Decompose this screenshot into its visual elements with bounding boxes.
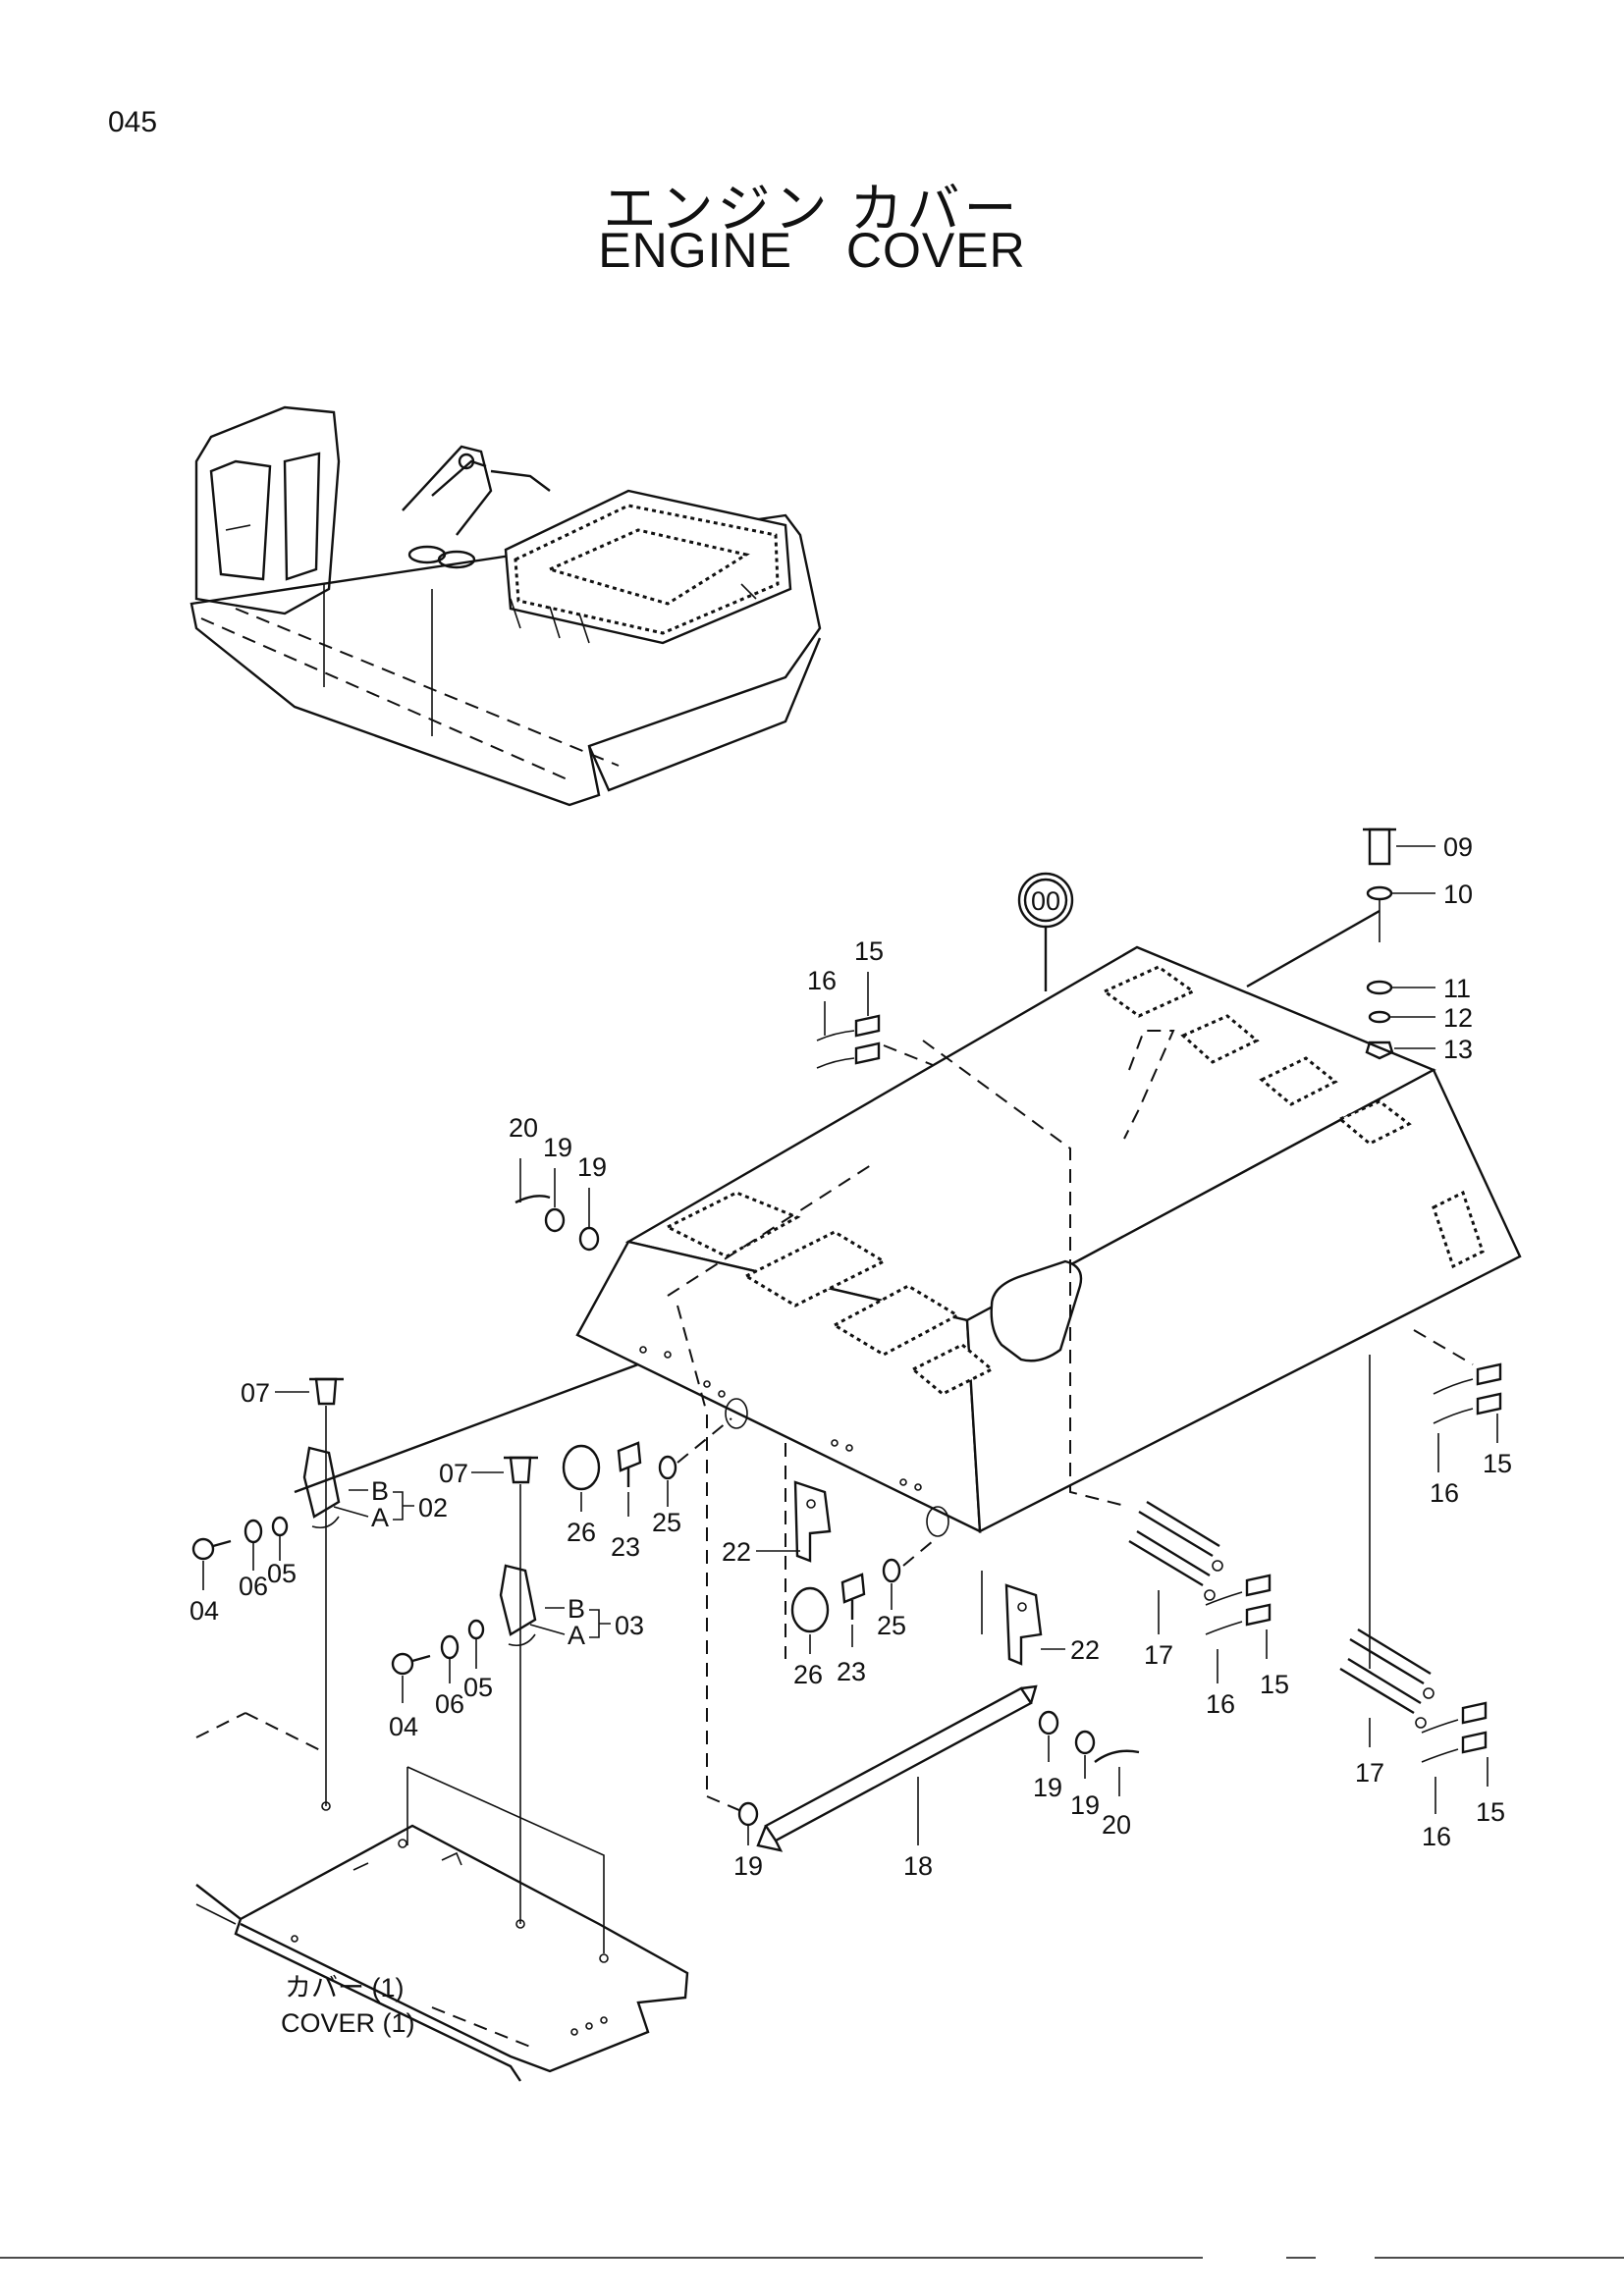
callout-15c: 15 (1260, 1670, 1289, 1699)
callout-26a: 26 (567, 1518, 596, 1547)
callout-03b: B (568, 1594, 585, 1624)
callout-10: 10 (1443, 880, 1473, 909)
assembly-callout-00: 00 (1017, 872, 1074, 991)
callout-22b: 22 (1070, 1635, 1100, 1665)
title-japanese: エンジン カバー (603, 180, 1021, 239)
callout-19d: 19 (1070, 1790, 1100, 1820)
callout-15b: 15 (1483, 1449, 1512, 1478)
callout-02a: A (371, 1503, 389, 1532)
callout-04b: 04 (389, 1712, 418, 1741)
callout-18: 18 (903, 1851, 933, 1881)
callout-19b: 19 (577, 1152, 607, 1182)
callout-13: 13 (1443, 1035, 1473, 1064)
callout-19e: 19 (733, 1851, 763, 1881)
pin-washer-group-left: 20 19 19 (509, 1113, 607, 1252)
callout-05b: 05 (463, 1673, 493, 1702)
callout-11: 11 (1443, 974, 1471, 1003)
callout-22a: 22 (722, 1537, 751, 1567)
callout-16a: 16 (807, 966, 837, 995)
callout-07b: 07 (439, 1459, 468, 1488)
title-english: ENGINE COVER (598, 223, 1026, 278)
callout-06b: 06 (435, 1689, 464, 1719)
callout-04a: 04 (189, 1596, 219, 1626)
callout-17a: 17 (1144, 1640, 1173, 1670)
base-cover: カバー (1) COVER (1) (195, 1712, 689, 2082)
callout-15a: 15 (854, 936, 884, 966)
cover-note-japanese: カバー (1) (285, 1973, 405, 2002)
callout-25a: 25 (652, 1508, 681, 1537)
support-rod-group: 18 19 19 19 20 (706, 1684, 1140, 1881)
assembly-callout-label: 00 (1031, 886, 1060, 916)
callout-17b: 17 (1355, 1758, 1384, 1788)
gas-spring-group: 16 15 17 16 15 17 16 15 (1128, 1329, 1512, 1851)
callout-02b: B (371, 1476, 389, 1506)
callout-19a: 19 (543, 1133, 572, 1162)
callout-15d: 15 (1476, 1797, 1505, 1827)
callout-20b: 20 (1102, 1810, 1131, 1840)
engine-cover-main-part (575, 945, 1522, 1796)
stopper-bracket-group: 26 23 25 22 26 23 25 22 (562, 1417, 1100, 1689)
page-number: 045 (108, 106, 158, 138)
callout-05a: 05 (267, 1559, 297, 1588)
excavator-overview-illustration (189, 405, 822, 807)
cover-note-english: COVER (1) (281, 2008, 415, 2038)
callout-07a: 07 (241, 1378, 270, 1408)
callout-23a: 23 (611, 1532, 640, 1562)
callout-06a: 06 (239, 1572, 268, 1601)
callout-09: 09 (1443, 832, 1473, 862)
callout-12: 12 (1443, 1003, 1473, 1033)
fastener-stack-09-13: 09 10 11 12 13 (1246, 828, 1473, 1064)
latch-assembly-03: 07 B A 03 04 06 05 (389, 1456, 644, 1924)
callout-02: 02 (418, 1493, 448, 1522)
callout-23b: 23 (837, 1657, 866, 1686)
callout-16d: 16 (1422, 1822, 1451, 1851)
callout-26b: 26 (793, 1660, 823, 1689)
callout-20a: 20 (509, 1113, 538, 1143)
callout-03a: A (568, 1621, 585, 1650)
callout-03: 03 (615, 1611, 644, 1640)
callout-25b: 25 (877, 1611, 906, 1640)
callout-19c: 19 (1033, 1773, 1062, 1802)
latch-assembly-02: 07 B A 02 04 06 05 (189, 1362, 639, 1806)
callout-16b: 16 (1430, 1478, 1459, 1508)
callout-16c: 16 (1206, 1689, 1235, 1719)
pin-clip-group-top: 15 16 (807, 936, 934, 1069)
